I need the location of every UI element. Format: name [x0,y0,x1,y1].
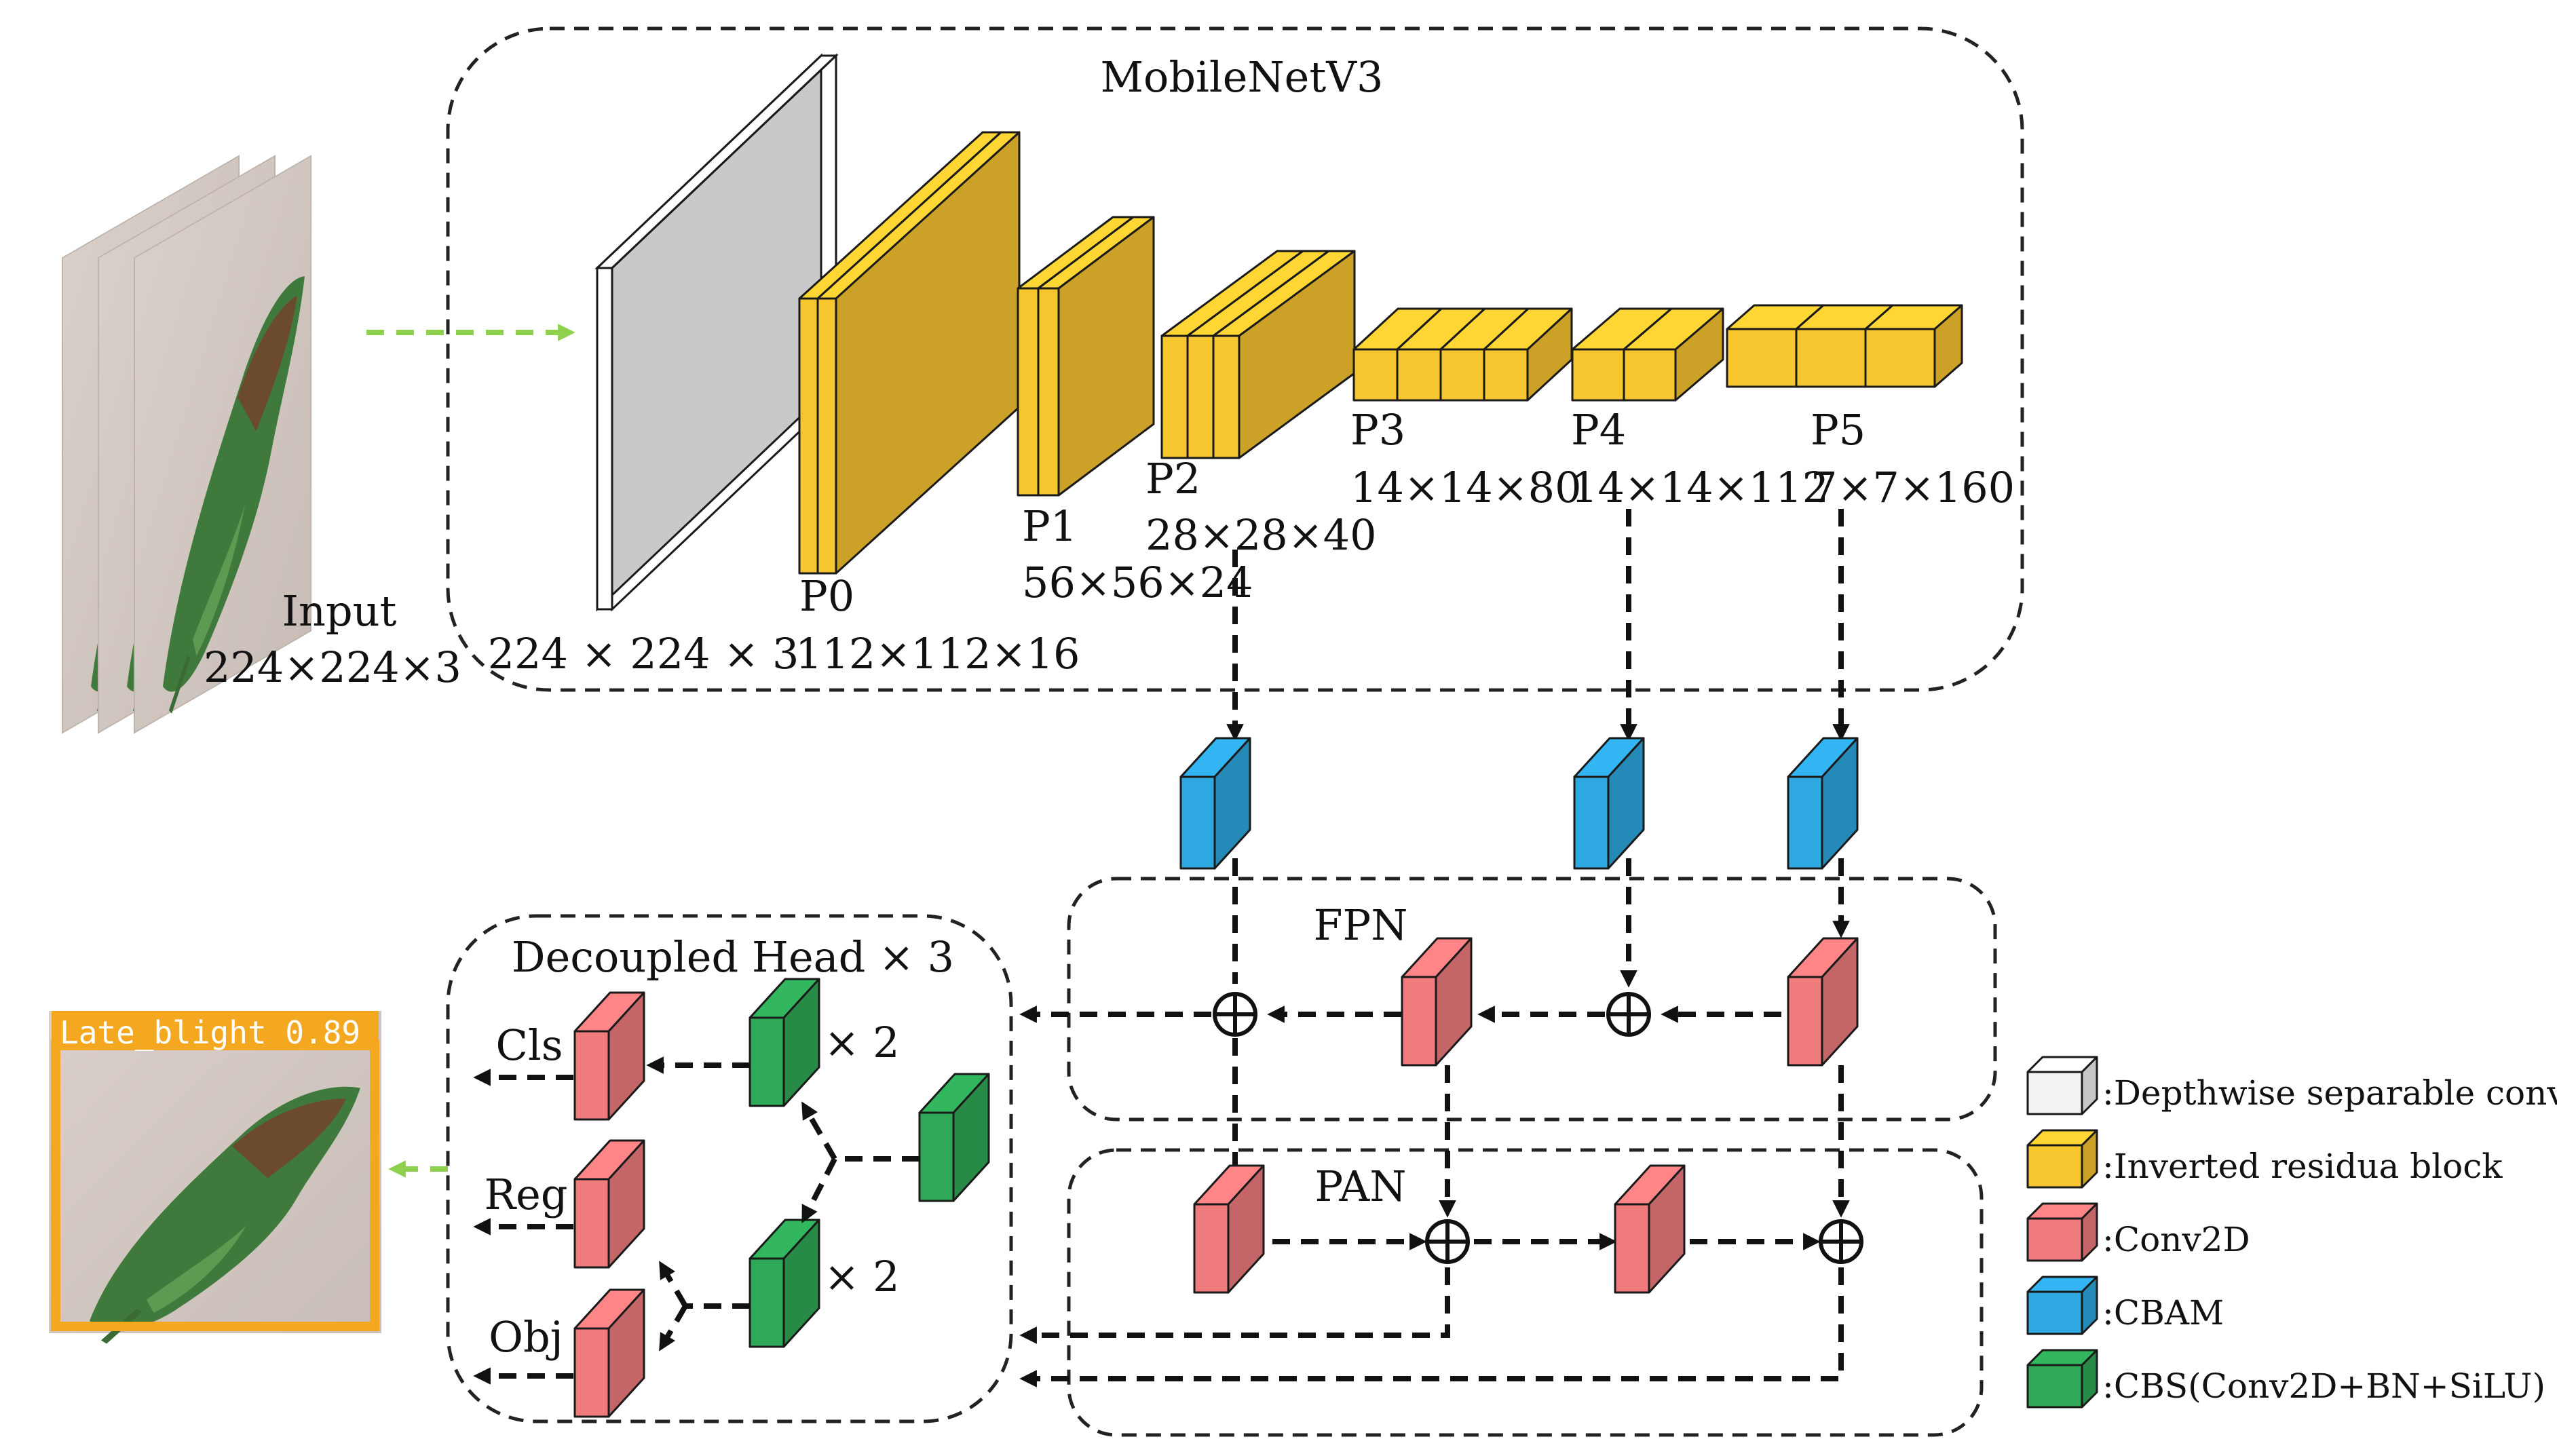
stage-p3-cube [1483,307,1573,402]
legend-label: :Inverted residua block [2102,1147,2503,1186]
cbam-block [1573,737,1645,870]
conv2d-block [1193,1164,1265,1294]
conv2d-block [573,1288,645,1418]
legend-swatch [2026,1056,2098,1115]
cbs-block [749,978,820,1107]
head-output-obj: Obj [489,1312,563,1362]
stage-dims-p4: 14×14×112 [1571,463,1829,512]
conv2d-block [1787,937,1859,1067]
cbs-block [749,1219,820,1348]
stage-p2-slab [1212,250,1356,459]
cbs-block [918,1073,990,1202]
stage-dims-p1: 56×56×24 [1022,558,1253,607]
stage-label-p3: P3 [1350,405,1405,455]
neck-connections [1019,858,1850,1387]
stage-p0-slab [816,131,1021,575]
input-label: Input [282,586,397,636]
stage-p5-box [1864,304,1963,388]
stage-p1-slab [1037,216,1155,497]
head-title: Decoupled Head × 3 [512,932,954,982]
stage-label-p4: P4 [1571,405,1626,455]
stage-label-p1: P1 [1022,501,1077,551]
plus-circle-icon [1425,1219,1470,1264]
cbam-block [1787,737,1859,870]
plus-circle-icon [1606,992,1651,1037]
stage-dims-p5: 7×7×160 [1811,463,2015,512]
input-dims: 224×224×3 [204,643,461,692]
legend-label: :Conv2D [2102,1220,2250,1259]
stage-dims-p3: 14×14×80 [1350,463,1582,512]
input-slice-front [134,155,311,734]
legend-swatch [2026,1276,2098,1335]
mobilenet-box [446,26,2024,692]
cbam-blocks [1179,737,1859,870]
conv2d-block [573,1139,645,1269]
conv-dims: 224 × 224 × 3 [488,629,799,678]
legend-swatch [2026,1129,2098,1189]
stage-p4-cube [1623,307,1724,402]
depthwise-conv-block [594,53,839,612]
inverted-residual-blocks [798,131,1963,575]
stage-label-p5: P5 [1811,405,1865,455]
fpn-box [1067,877,1997,1122]
pan-box [1067,1148,1984,1437]
plus-circle-icon [1819,1219,1863,1264]
head-output-cls: Cls [495,1020,563,1070]
plus-circle-icon [1213,992,1257,1037]
legend-label: :CBAM [2102,1293,2224,1333]
detection-label: Late_blight 0.89 [60,1014,360,1051]
conv2d-blocks [573,937,1859,1418]
input-image-stack [62,155,311,734]
repeat-label-bottom: × 2 [824,1252,899,1301]
detection-result-image: Late_blight 0.89 [49,1011,381,1342]
legend-label: :CBS(Conv2D+BN+SiLU) [2102,1366,2545,1406]
cbam-block [1179,737,1251,870]
fpn-label: FPN [1314,900,1408,950]
stage-dims-p0: 112×112×16 [795,629,1080,678]
head-output-reg: Reg [484,1170,567,1219]
legend-label: :Depthwise separable conv [2102,1073,2557,1113]
legend-swatch [2026,1349,2098,1409]
conv2d-block [573,991,645,1121]
conv2d-block [1401,937,1473,1067]
conv2d-block [1614,1164,1686,1294]
stage-label-p0: P0 [799,571,854,621]
backbone-title: MobileNetV3 [1101,52,1384,102]
legend: :Depthwise separable conv :Inverted resid… [2026,1056,2557,1409]
stage-dims-p2: 28×28×40 [1145,510,1377,560]
cbs-blocks [749,978,990,1348]
pan-label: PAN [1314,1162,1406,1211]
head-connections [473,1056,920,1385]
head-box [446,914,1013,1423]
legend-swatch [2026,1202,2098,1262]
stage-label-p2: P2 [1145,454,1200,503]
repeat-label-top: × 2 [824,1018,899,1067]
